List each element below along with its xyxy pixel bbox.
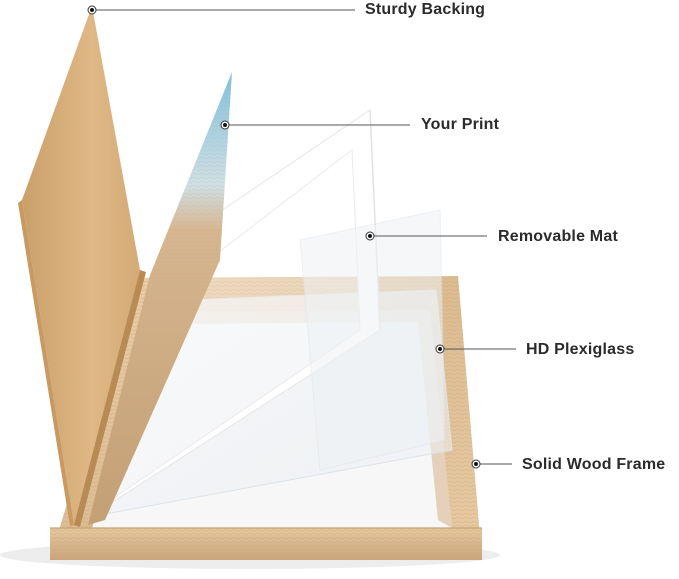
callout-plexiglass [435,344,516,354]
removable-mat [100,109,381,510]
callout-backing [87,5,355,15]
label-removable-mat: Removable Mat [498,228,618,245]
label-sturdy-backing: Sturdy Backing [365,1,486,18]
plexiglass-pane-raised [299,209,446,471]
print-photo [88,72,232,525]
callout-dot [223,123,227,127]
callout-dot [368,234,372,238]
callout-print [220,120,410,130]
callout-frame [471,459,512,469]
callout-dot [90,8,94,12]
callout-dot [474,462,478,466]
label-solid-wood-frame: Solid Wood Frame [522,456,666,473]
sturdy-backing-board [18,6,146,527]
callout-mat [365,231,487,241]
callout-dot [438,347,442,351]
label-hd-plexiglass: HD Plexiglass [526,341,635,358]
label-your-print: Your Print [421,116,500,133]
